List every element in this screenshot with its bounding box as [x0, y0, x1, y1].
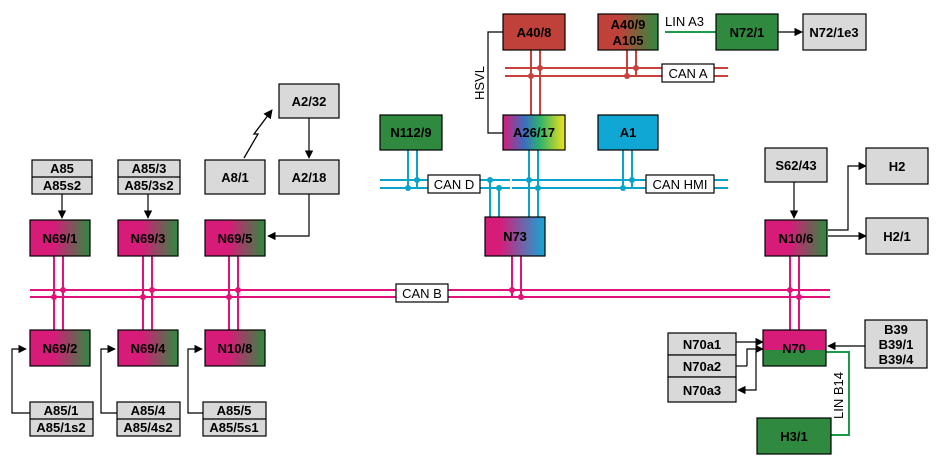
module-n69-4-label: N69/4	[131, 341, 166, 356]
can-hmi-label-text: CAN HMI	[653, 177, 708, 192]
module-a8-1-label: A8/1	[221, 170, 248, 185]
can-a-label: CAN A	[661, 63, 715, 83]
module-a2-32-label: A2/32	[292, 94, 327, 109]
module-h3-1-label: H3/1	[780, 429, 807, 444]
can-d-label-text: CAN D	[434, 177, 474, 192]
module-a40-9-label: A40/9	[611, 17, 646, 32]
module-b39-4-label: B39/4	[879, 352, 914, 367]
module-n73-label: N73	[503, 229, 527, 244]
connector-lines	[11, 27, 867, 414]
module-n10-8-label: N10/8	[218, 341, 253, 356]
module-n112-9-label: N112/9	[390, 125, 431, 140]
module-n112-9-box	[379, 114, 443, 151]
can-a-junction-dots	[528, 65, 639, 79]
module-a2-32-box	[278, 83, 340, 119]
module-n69-1-box	[29, 219, 91, 257]
module-h2-box	[865, 147, 929, 185]
module-a105-label: A105	[612, 33, 643, 48]
module-a85-3-label: A85/3	[132, 161, 167, 176]
module-b39-1-label: B39/1	[879, 337, 914, 352]
module-n69-1-label: N69/1	[43, 231, 78, 246]
module-n10-6-label: N10/6	[779, 231, 814, 246]
module-a1-box	[597, 114, 659, 151]
module-h2-1-box	[865, 217, 929, 255]
module-a85s2-label: A85s2	[43, 178, 81, 193]
module-n10-6-box	[764, 219, 828, 257]
module-n70a1-label: N70a1	[683, 337, 721, 352]
module-a40-8-label: A40/8	[517, 25, 552, 40]
module-h2-label: H2	[889, 159, 906, 174]
module-a85-4s2-label: A85/4s2	[123, 420, 172, 435]
module-n72-1-box	[715, 13, 779, 51]
hsvl-label: HSVL	[472, 66, 487, 100]
module-s62-43-box	[764, 147, 828, 183]
module-a40-8-box	[502, 13, 566, 51]
module-b39-label: B39	[884, 322, 908, 337]
module-a85-1-label: A85/1	[44, 403, 79, 418]
can-b-label-text: CAN B	[402, 286, 442, 301]
module-a85-5-label: A85/5	[217, 403, 252, 418]
module-n69-4-box	[117, 329, 179, 367]
module-n72-1e3-box	[802, 13, 867, 51]
can-a-bus	[505, 50, 728, 116]
can-b-junction-dots	[51, 287, 802, 300]
module-n69-3-label: N69/3	[131, 231, 166, 246]
module-a2-18-box	[278, 159, 340, 195]
can-hmi-junction-dots	[526, 177, 635, 191]
module-a26-17-label: A26/17	[513, 125, 555, 140]
lin-b14-line	[826, 351, 850, 436]
module-n70a2-label: N70a2	[683, 359, 721, 374]
lin-a3-label: LIN A3	[665, 14, 704, 29]
module-a2-18-label: A2/18	[292, 170, 327, 185]
module-a85-4-label: A85/4	[131, 403, 166, 418]
module-n70a3-label: N70a3	[683, 383, 721, 398]
module-n10-8-box	[204, 329, 266, 367]
can-d-label: CAN D	[427, 174, 481, 194]
module-h2-1-label: H2/1	[883, 229, 910, 244]
can-a-label-text: CAN A	[668, 66, 707, 81]
can-b-label: CAN B	[395, 283, 449, 303]
module-n70-box	[762, 329, 827, 367]
wireless-link-icon	[243, 109, 273, 159]
lin-b14-label: LIN B14	[831, 372, 846, 419]
can-d-junction-dots	[405, 177, 502, 191]
can-hmi-label: CAN HMI	[645, 174, 715, 194]
module-a8-1-box	[204, 159, 266, 195]
module-n72-1-label: N72/1	[730, 25, 765, 40]
module-n69-5-label: N69/5	[218, 231, 253, 246]
module-a1-label: A1	[620, 125, 637, 140]
module-a85-3s2-label: A85/3s2	[124, 178, 173, 193]
module-a40-9-box	[597, 13, 659, 51]
module-n70a3-box	[667, 376, 737, 403]
module-a85-1s2-label: A85/1s2	[36, 420, 85, 435]
module-b39-box	[864, 319, 928, 369]
module-n69-2-label: N69/2	[43, 341, 78, 356]
module-n70-label: N70	[782, 341, 806, 356]
module-n73-box	[484, 216, 546, 257]
hsvl-line	[487, 31, 503, 134]
module-a26-17-box	[502, 114, 566, 151]
module-n72-1e3-label: N72/1e3	[809, 25, 858, 40]
module-a85-5s1-label: A85/5s1	[209, 420, 258, 435]
module-s62-43-label: S62/43	[775, 158, 816, 173]
module-n69-5-box	[204, 219, 266, 257]
module-n69-3-box	[117, 219, 179, 257]
module-h3-1-box	[756, 417, 832, 455]
module-a85-label: A85	[50, 161, 74, 176]
module-n69-2-box	[29, 329, 91, 367]
